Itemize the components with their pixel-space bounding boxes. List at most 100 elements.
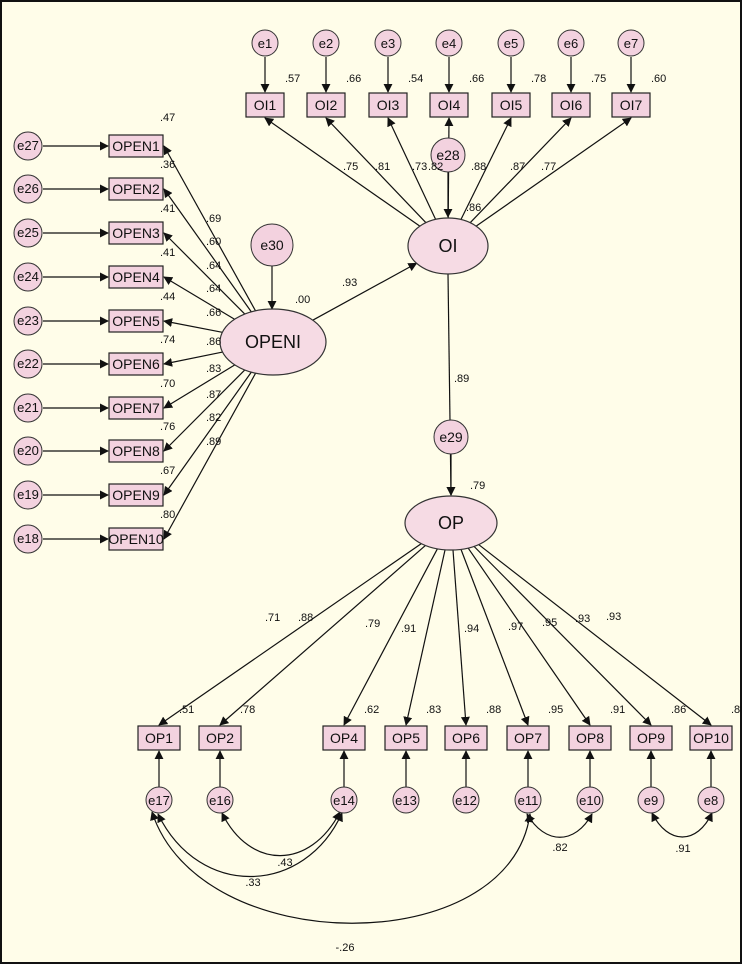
loading-path-OPEN3 [163,232,246,315]
covariance-label-e9-e8: .91 [675,843,690,855]
r2-label-oi1: .57 [285,73,300,85]
indicator-box-oi3 [368,92,408,118]
error-label-e16: e16 [209,793,231,808]
indicator-box-op4 [322,725,366,751]
error-label-e20: e20 [17,443,39,458]
error-label-e28: e28 [436,147,460,163]
error-circle-e5 [497,29,525,57]
covariance-label-e17-e14: .33 [245,877,260,889]
loading-path-OPEN2 [163,188,252,313]
loading-path-OPEN1 [163,145,257,312]
r2-label-op6: .88 [486,704,501,716]
loading-label-op5: .91 [401,623,416,635]
error-circle-e10 [576,786,604,814]
error-circle-e3 [374,29,402,57]
error-label-e14: e14 [333,793,355,808]
r2-label-open9: .67 [160,465,175,477]
indicator-label-open6: OPEN6 [112,356,160,372]
r2-label-op10: .86 [731,704,742,716]
loading-label-open2: .60 [206,236,221,248]
indicator-box-op5 [384,725,428,751]
loading-label-op7: .97 [508,621,523,633]
error-label-e2: e2 [319,36,333,51]
loading-label-open7: .83 [206,363,221,375]
loading-path-oi1 [264,117,421,227]
error-circle-e9 [637,786,665,814]
indicator-box-open9 [108,483,164,507]
indicator-label-oi7: OI7 [620,97,643,113]
indicator-label-op8: OP8 [576,730,604,746]
error-circle-e25 [13,218,43,248]
indicator-label-open4: OPEN4 [112,269,160,285]
loading-path-oi3 [387,117,437,220]
loading-label-op10: .93 [606,611,621,623]
indicator-box-oi1 [245,92,285,118]
error-label-e25: e25 [17,225,39,240]
latent-ellipse-oi [407,217,489,275]
r2-label-open6: .74 [160,334,175,346]
indicator-label-open7: OPEN7 [112,400,160,416]
r2-label-open2: .36 [160,159,175,171]
error-label-e5: e5 [504,36,518,51]
r2-label-op4: .62 [364,704,379,716]
error-label-e9: e9 [644,793,658,808]
loading-path-op1 [158,543,422,726]
covariance-label-e16-e14: .43 [277,857,292,869]
error-label-e17: e17 [148,793,170,808]
indicator-label-open9: OPEN9 [112,487,160,503]
error-label-e22: e22 [17,356,39,371]
error-label-e19: e19 [17,487,39,502]
error-circle-e30 [250,223,294,267]
indicator-label-op5: OP5 [392,730,420,746]
error-label-e21: e21 [17,400,39,415]
r2-label-op5: .83 [426,704,441,716]
r2-label-oi7: .60 [651,73,666,85]
indicator-label-oi1: OI1 [254,97,277,113]
indicator-label-op10: OP10 [693,730,729,746]
loading-path-oi6 [469,117,572,224]
loading-label-oi5: .88 [471,161,486,173]
error-label-e23: e23 [17,313,39,328]
error-circle-e8 [697,786,725,814]
indicator-box-oi4 [429,92,469,118]
loading-path-oi2 [325,117,427,224]
covariance-e17-e11 [150,811,534,924]
indicator-label-oi3: OI3 [377,97,400,113]
error-label-e1: e1 [258,36,272,51]
error-circle-e22 [13,349,43,379]
indicator-box-op9 [629,725,673,751]
loading-label-open8: .87 [206,389,221,401]
error-label-e27: e27 [17,138,39,153]
error-circle-e27 [13,131,43,161]
error-label-e8: e8 [704,793,718,808]
error-circle-e23 [13,306,43,336]
loading-path-op10 [478,544,712,726]
error-label-e3: e3 [381,36,395,51]
error-label-e12: e12 [455,793,477,808]
r2-label-oi3: .54 [408,73,423,85]
error-circle-e18 [13,524,43,554]
r2-label-oi: .86 [466,202,481,214]
latent-label-openi: OPENI [245,332,301,352]
r2-label-oi6: .75 [591,73,606,85]
loading-path-op8 [467,547,591,726]
indicator-label-oi2: OI2 [315,97,338,113]
indicator-label-op4: OP4 [330,730,358,746]
indicator-box-open4 [108,265,164,289]
error-label-e13: e13 [395,793,417,808]
indicator-box-open5 [108,309,164,333]
structural-path-openi-oi [312,262,418,321]
indicator-label-op2: OP2 [206,730,234,746]
loading-label-oi4: .82 [428,161,443,173]
indicator-label-oi6: OI6 [560,97,583,113]
error-circle-e11 [514,786,542,814]
loading-path-OPEN7 [163,364,236,409]
loading-label-open10: .89 [206,436,221,448]
error-circle-e16 [206,786,234,814]
loading-label-open4: .64 [206,283,221,295]
loading-label-oi1: .75 [343,161,358,173]
r2-label-op: .79 [470,480,485,492]
loading-label-oi7: .77 [541,161,556,173]
loading-label-op9: .93 [575,613,590,625]
